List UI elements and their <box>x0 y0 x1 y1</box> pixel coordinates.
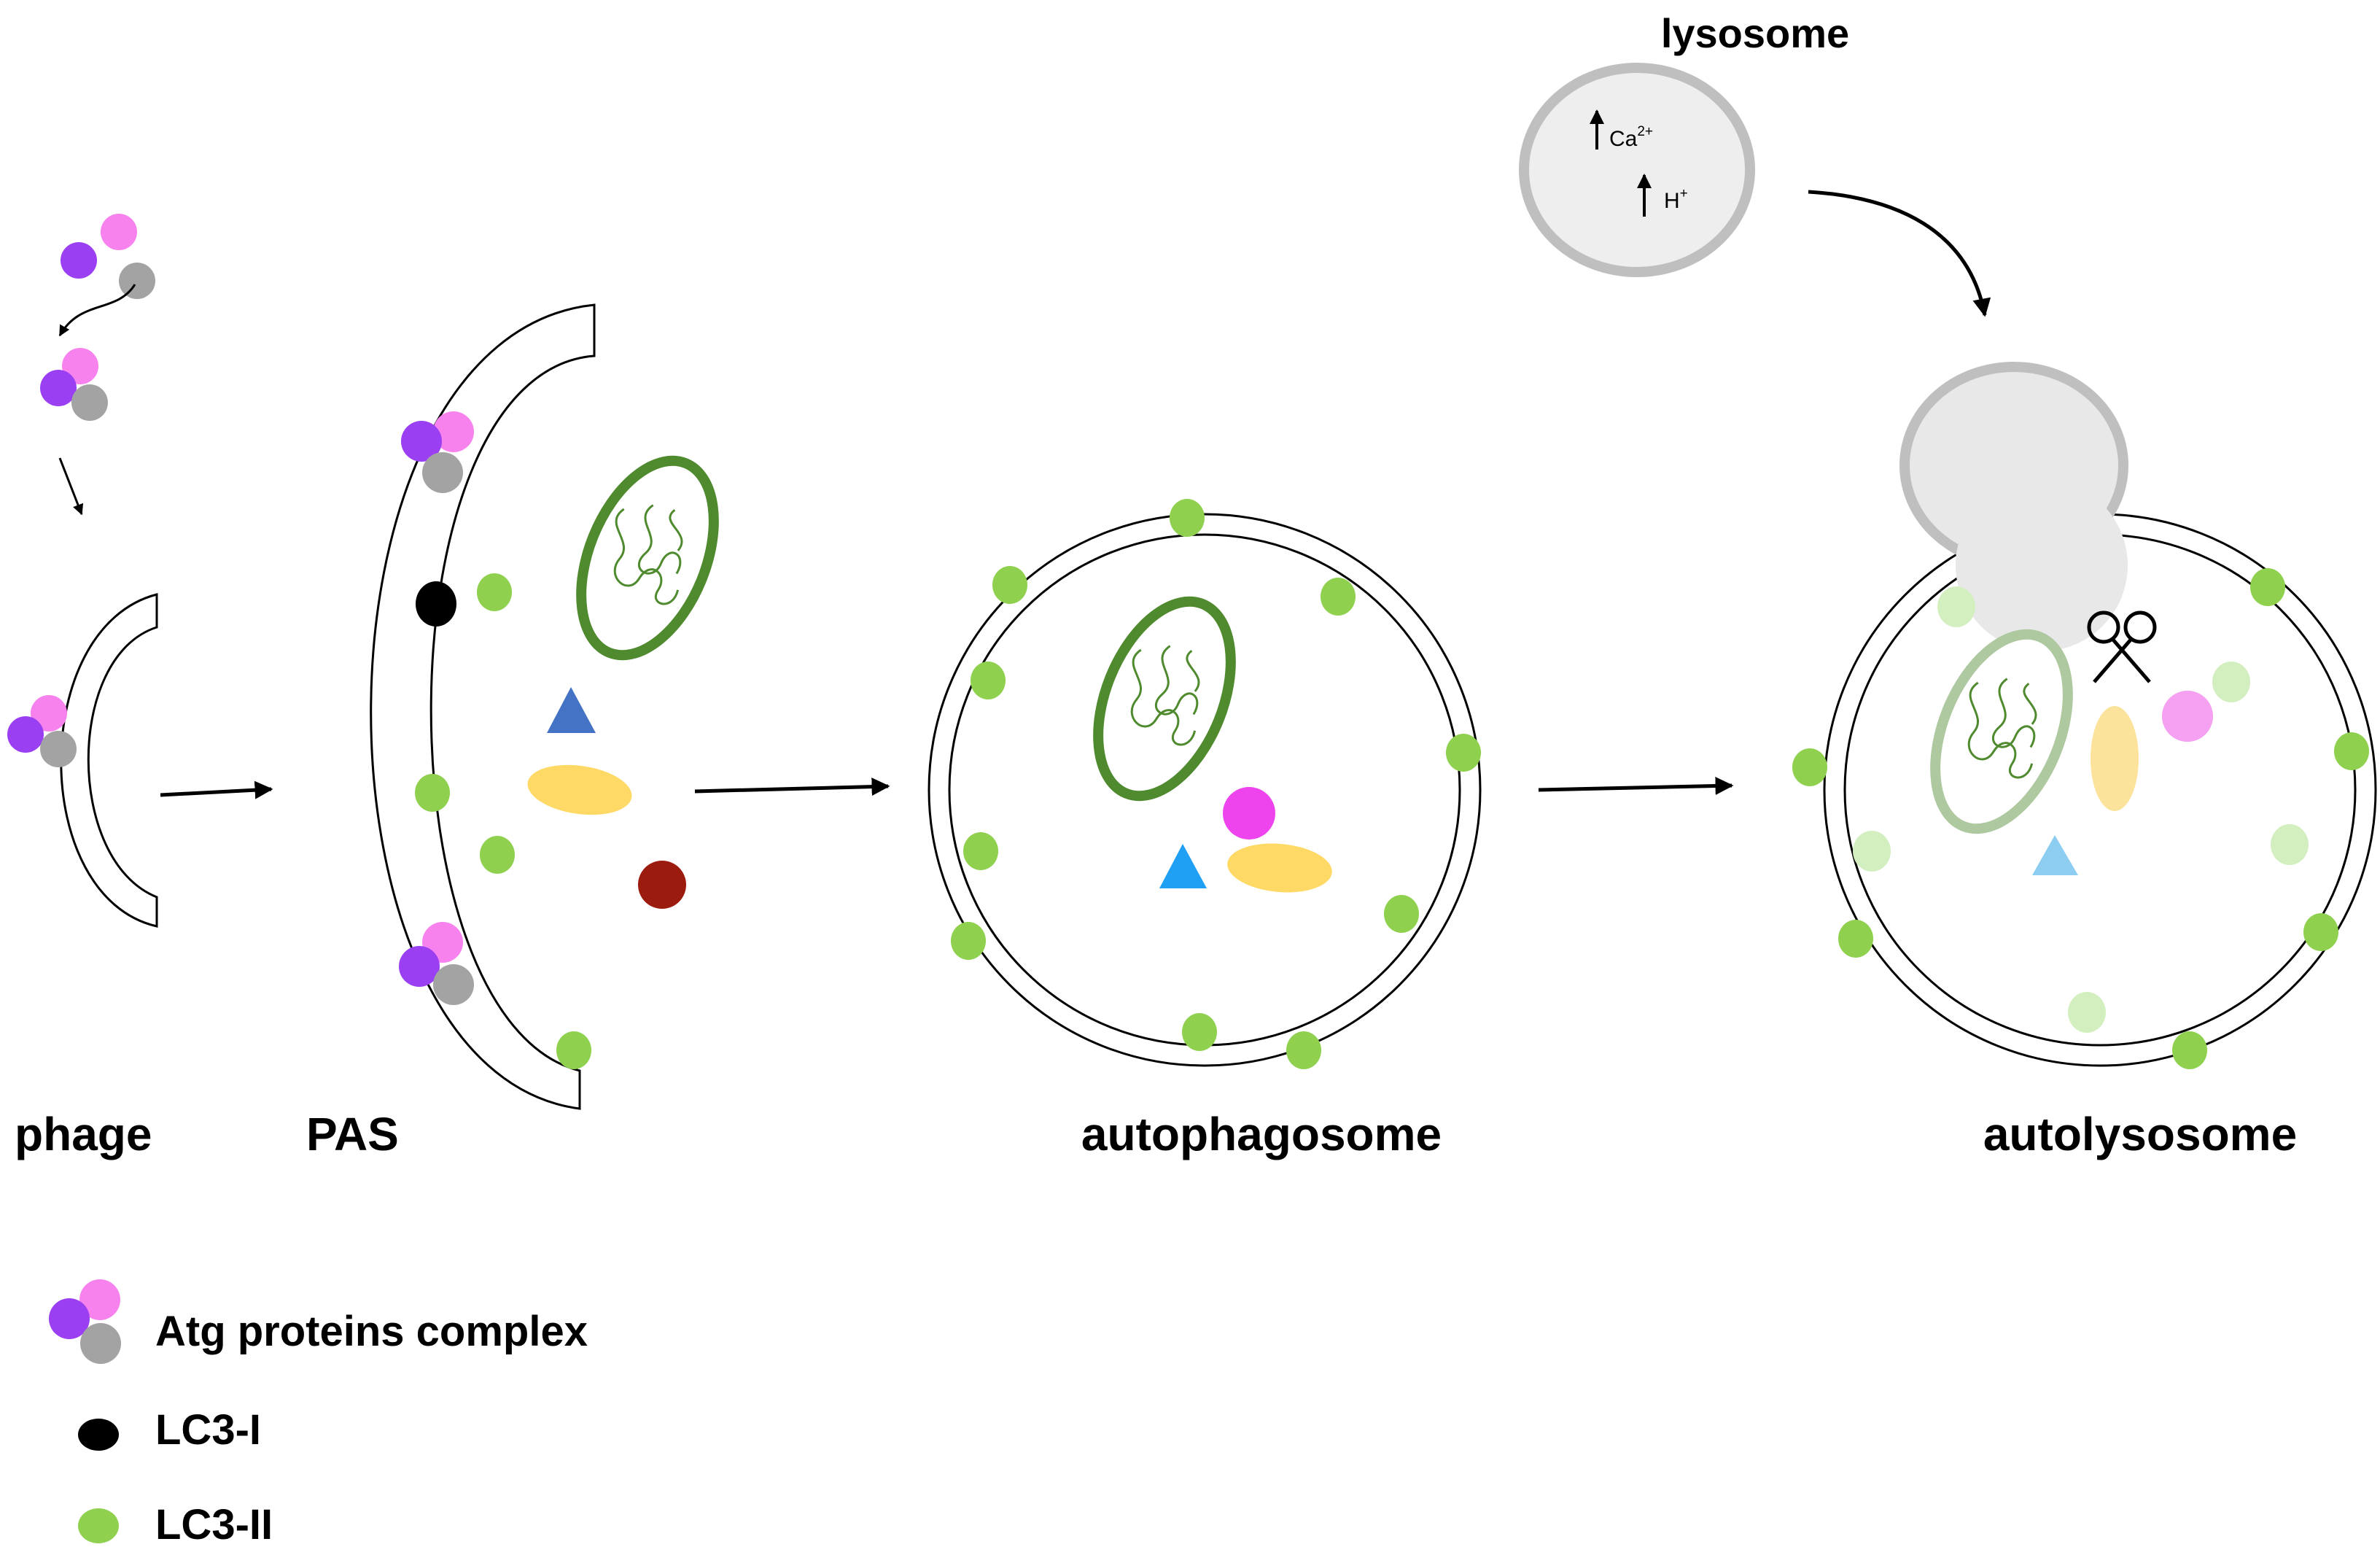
atg-gray <box>71 384 108 421</box>
arrow-icon <box>1538 777 1734 796</box>
lc3-ii-faded-dot <box>2068 992 2106 1033</box>
magenta-organelle <box>1223 787 1275 839</box>
atg-complex-free <box>61 214 155 299</box>
lysosome-label: lysosome <box>1661 10 1849 56</box>
autophagosome-stage <box>928 499 1734 1069</box>
lc3-ii-faded-dot <box>2212 662 2250 702</box>
pas-membrane <box>370 303 596 1110</box>
legend-atg-icon <box>49 1279 121 1364</box>
lc3-ii-dot <box>1838 920 1873 958</box>
legend-lc3-ii-label: LC3-II <box>155 1501 273 1548</box>
atg-gray <box>433 964 474 1005</box>
lc3-ii-dot <box>971 662 1006 699</box>
lc3-ii-dot <box>2250 568 2285 606</box>
lc3-ii-dot <box>415 774 450 812</box>
autophagosome-outer-membrane <box>928 513 1482 1067</box>
lc3-ii-dot <box>1792 748 1827 786</box>
arrow-icon <box>58 284 136 337</box>
lc3-ii-faded-dot <box>2271 824 2309 865</box>
legend-lc3-ii-icon <box>78 1508 119 1543</box>
atg-complex-bound <box>40 348 108 421</box>
lc3-ii-dot <box>1182 1013 1217 1051</box>
atg-gray <box>119 263 155 299</box>
atg-complex-top <box>401 411 474 493</box>
lc3-ii-faded-dot <box>1853 831 1891 872</box>
lc3-ii-dot <box>2172 1031 2207 1069</box>
faded-magenta-organelle <box>2162 691 2213 742</box>
lc3-ii-dot <box>1170 499 1205 537</box>
atg-purple <box>401 421 442 462</box>
stage-label-pas: PAS <box>306 1108 399 1160</box>
lc3-ii-dot <box>1384 895 1419 933</box>
atg-gray <box>422 452 463 493</box>
lc3-ii-dot <box>2334 732 2369 770</box>
atg-purple <box>7 716 44 753</box>
atg-complex-on-membrane <box>7 695 77 767</box>
lc3-ii-dot <box>1286 1031 1321 1069</box>
dark-red-organelle <box>638 861 686 909</box>
legend: Atg proteins complex LC3-I LC3-II <box>49 1279 588 1548</box>
atg-purple <box>40 370 77 406</box>
pas-stage <box>370 303 890 1110</box>
stage-label-autophagosome: autophagosome <box>1081 1108 1442 1160</box>
mitochondrion-icon <box>1093 596 1236 802</box>
triangle-organelle <box>547 687 596 733</box>
atg-complex-bottom <box>399 922 474 1005</box>
atg-gray <box>40 731 77 767</box>
mitochondrion-icon <box>1930 629 2073 834</box>
calcium-ion-label: Ca2+ <box>1609 124 1653 151</box>
phagophore-membrane <box>60 593 158 928</box>
atg-pink <box>433 411 474 452</box>
stage-label-autolysosome: autolysosome <box>1983 1108 2297 1160</box>
lc3-ii-dot <box>963 832 998 870</box>
yellow-organelle <box>1227 843 1332 893</box>
arrow-icon <box>694 778 890 796</box>
lc3-ii-dot <box>477 573 512 611</box>
lc3-ii-dot <box>1446 734 1481 772</box>
lc3-ii-dot <box>992 566 1027 604</box>
atg-pink <box>101 214 137 250</box>
legend-lc3-i-label: LC3-I <box>155 1406 261 1454</box>
lc3-ii-dot <box>1321 578 1356 616</box>
legend-lc3-i-icon <box>78 1419 119 1451</box>
lysosome <box>1519 63 1755 277</box>
lc3-ii-dot <box>556 1031 591 1069</box>
lysosome-group: lysosome Ca2+ H+ <box>1519 10 1991 317</box>
faded-triangle-organelle <box>2032 835 2078 875</box>
phage-stage <box>7 214 273 928</box>
triangle-organelle <box>1159 844 1207 888</box>
atg-purple <box>399 946 440 987</box>
legend-atg-label: Atg proteins complex <box>155 1308 588 1355</box>
autolysosome-stage <box>1792 362 2377 1069</box>
lc3-i-dot <box>416 581 456 627</box>
mitochondrion-icon <box>576 455 719 661</box>
lc3-ii-dot <box>951 922 986 960</box>
faded-yellow-organelle <box>2091 706 2139 811</box>
lc3-ii-faded-dot <box>1937 586 1975 627</box>
fusion-neck <box>1956 479 2128 651</box>
lc3-ii-dot <box>2303 913 2338 951</box>
lc3-ii-dot <box>480 836 515 874</box>
arrow-icon <box>160 780 273 799</box>
proton-ion-label: H+ <box>1664 186 1688 213</box>
atg-purple <box>61 242 97 279</box>
arrow-icon <box>58 457 84 516</box>
atg-pink <box>31 695 67 732</box>
stage-label-phage: phage <box>15 1108 152 1160</box>
yellow-organelle <box>527 764 632 815</box>
scissors-icon <box>2087 610 2157 683</box>
arrow-icon <box>1808 190 1991 317</box>
